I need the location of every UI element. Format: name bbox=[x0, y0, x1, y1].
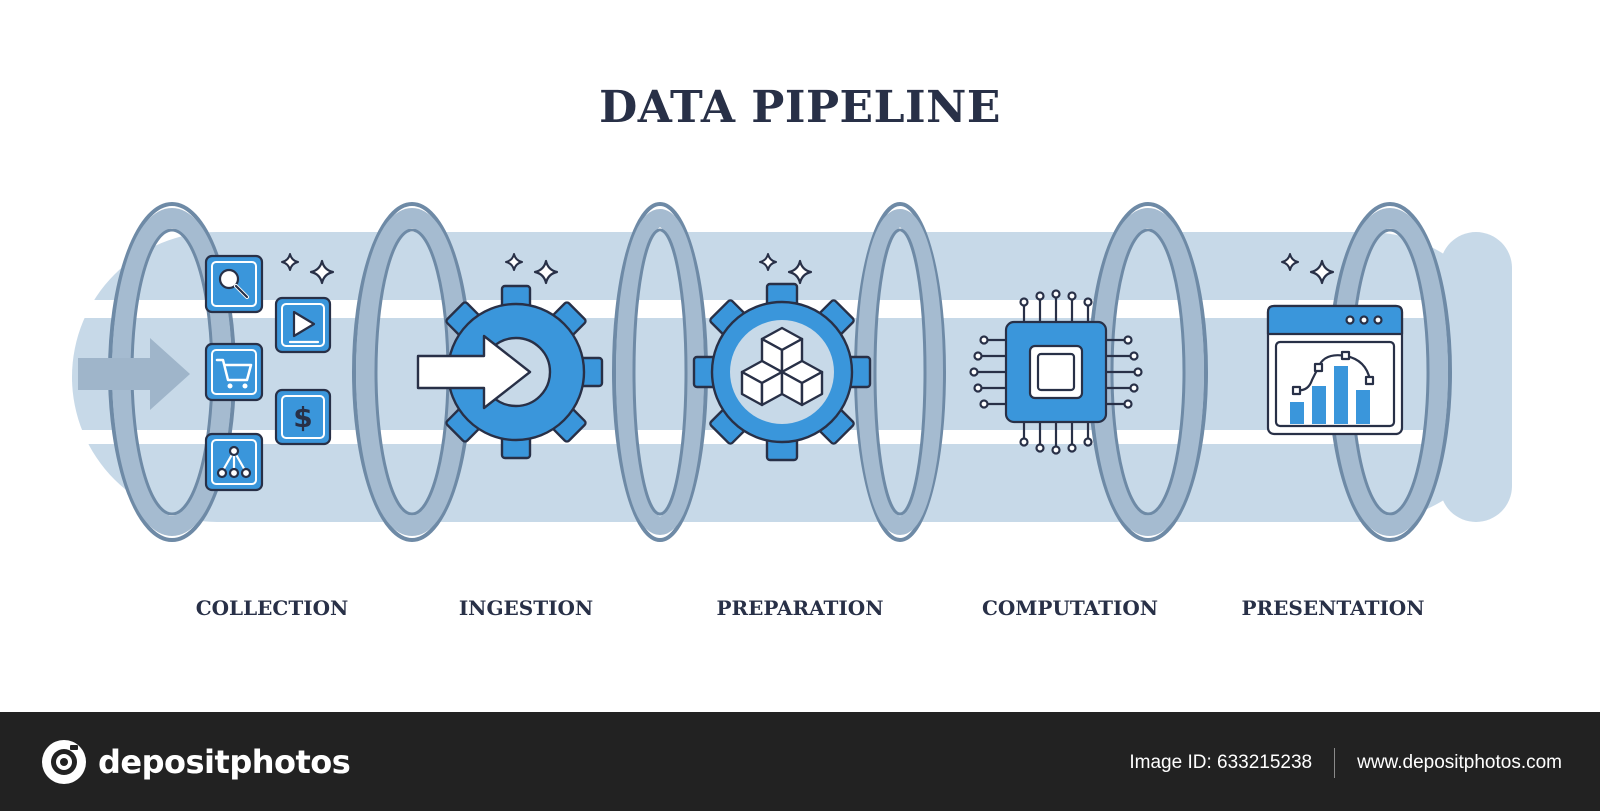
camera-icon bbox=[42, 740, 86, 784]
gear-cubes-icon bbox=[692, 252, 872, 462]
svg-text:$: $ bbox=[293, 401, 312, 434]
play-video-icon bbox=[274, 296, 332, 354]
stage-label-computation: COMPUTATION bbox=[981, 596, 1159, 620]
shopping-cart-icon bbox=[204, 342, 264, 402]
gear-arrow-icon bbox=[416, 252, 604, 460]
pipeline-illustration: $ bbox=[72, 202, 1512, 542]
image-id: Image ID: 633215238 bbox=[1129, 752, 1313, 773]
stock-footer: depositphotos Image ID: 633215238 www.de… bbox=[0, 712, 1600, 811]
stage-label-presentation: PRESENTATION bbox=[1241, 596, 1425, 620]
divider bbox=[1334, 748, 1336, 778]
network-icon bbox=[204, 432, 264, 492]
brand-logo[interactable]: depositphotos bbox=[40, 738, 351, 786]
stage-label-ingestion: INGESTION bbox=[458, 596, 594, 620]
diagram-title: DATA PIPELINE bbox=[599, 82, 1001, 133]
chart-window-icon bbox=[1266, 252, 1404, 436]
dollar-icon: $ bbox=[274, 388, 332, 446]
collection-icon-cluster: $ bbox=[204, 252, 335, 492]
search-icon bbox=[204, 254, 264, 314]
brand-name: depositphotos bbox=[98, 743, 351, 781]
stage-label-preparation: PREPARATION bbox=[716, 596, 884, 620]
image-meta: Image ID: 633215238 www.depositphotos.co… bbox=[1129, 748, 1562, 778]
cpu-chip-icon bbox=[969, 289, 1143, 455]
site-url[interactable]: www.depositphotos.com bbox=[1357, 752, 1562, 773]
stage-label-collection: COLLECTION bbox=[195, 596, 349, 620]
diagram-canvas: $ bbox=[72, 82, 1512, 620]
entry-arrow-icon bbox=[78, 338, 190, 410]
